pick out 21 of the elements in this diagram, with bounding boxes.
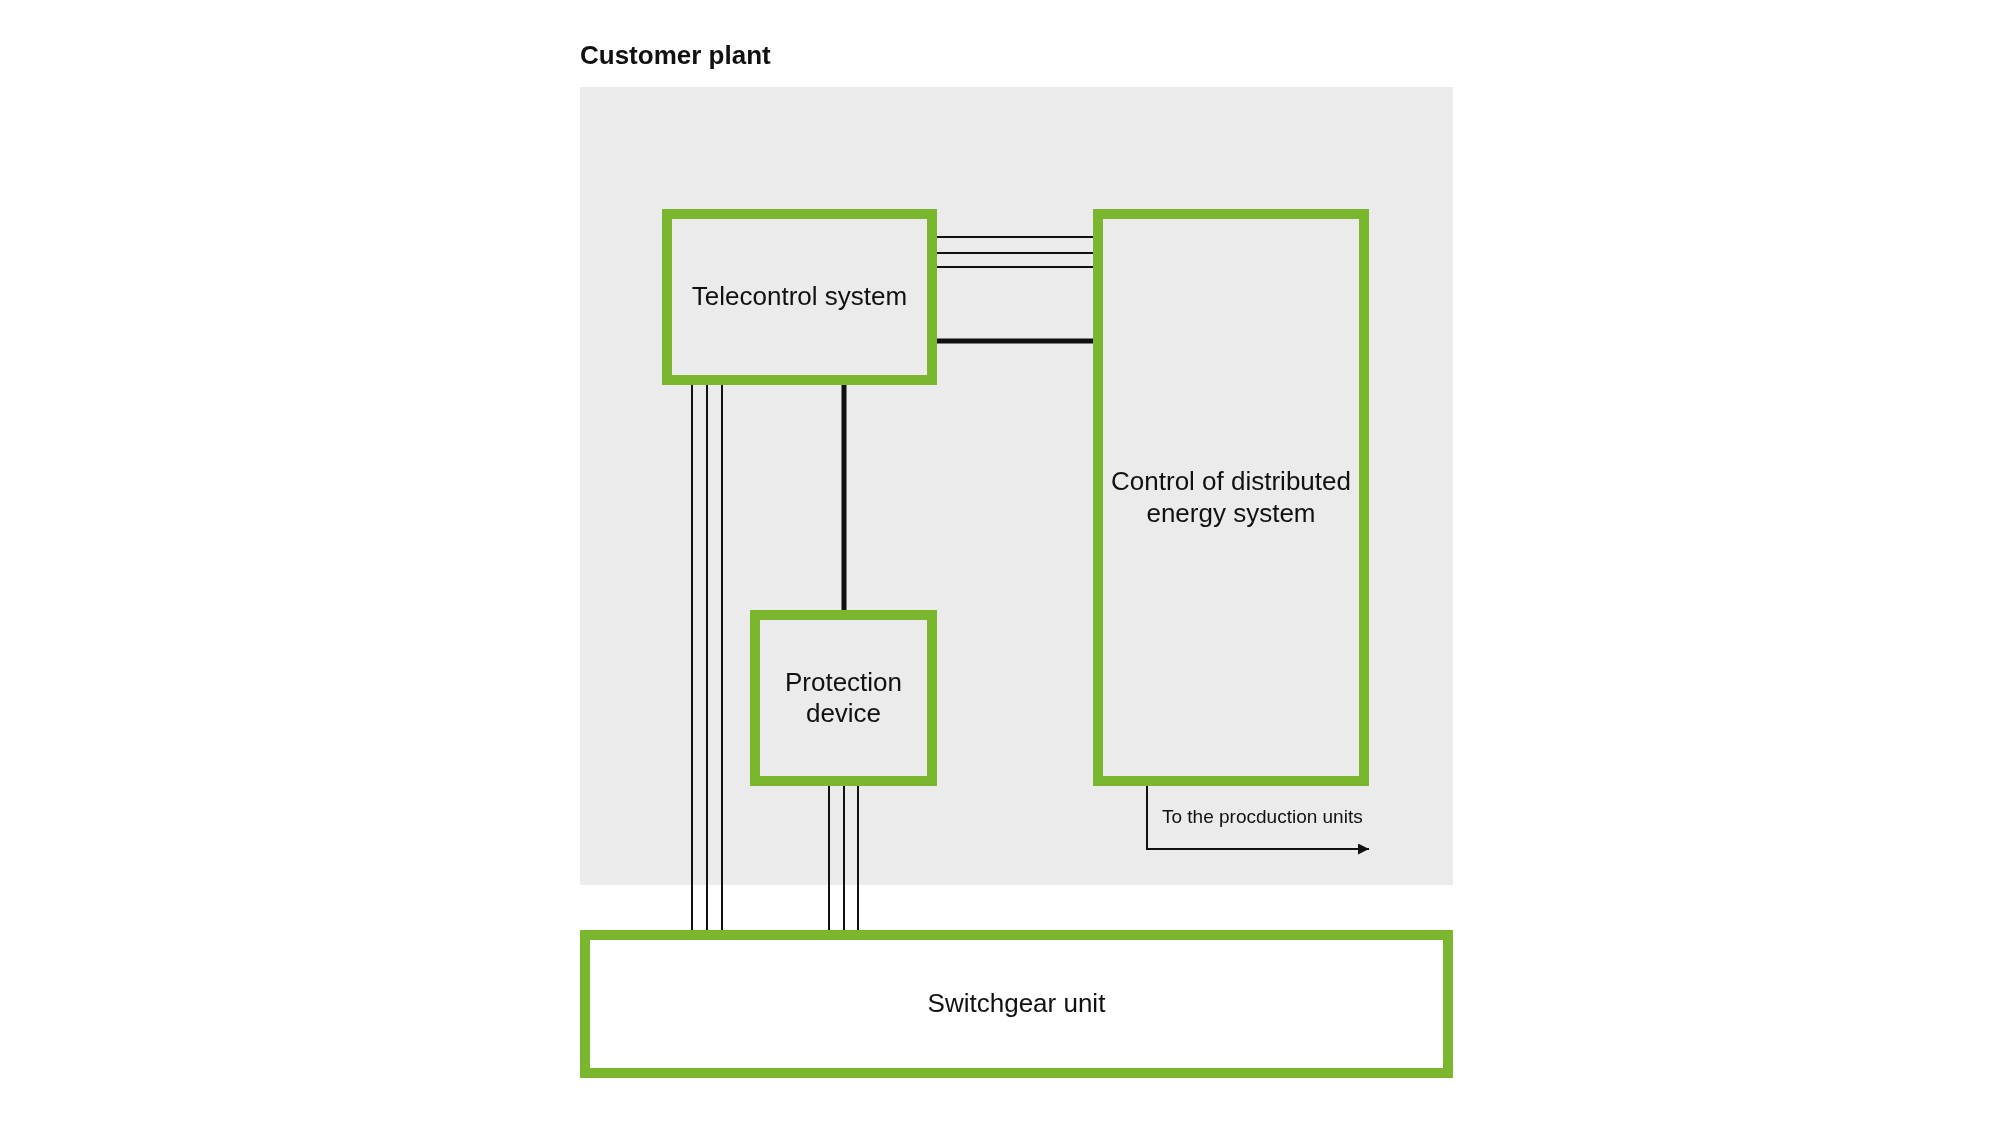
- box-label: Telecontrol system: [690, 281, 909, 313]
- connector-line: [721, 384, 723, 931]
- connector-line: [841, 385, 847, 610]
- connector-line: [691, 384, 693, 931]
- process-box: [662, 209, 937, 385]
- connector-line: [843, 785, 845, 931]
- connector-line: [937, 338, 1093, 344]
- connector-line: [828, 785, 830, 931]
- process-box: [580, 930, 1453, 1078]
- connector-line: [857, 785, 859, 931]
- process-box: [1093, 209, 1369, 786]
- panel-heading: Customer plant: [580, 40, 772, 72]
- connector-line: [1146, 785, 1370, 855]
- box-label: Protection device: [783, 666, 904, 730]
- box-label: Switchgear unit: [926, 988, 1107, 1020]
- process-box: [750, 610, 937, 786]
- connector-line: [936, 252, 1094, 254]
- connector-line: [936, 266, 1094, 268]
- connector-line: [706, 384, 708, 931]
- box-label: Control of distributed energy system: [1110, 466, 1352, 529]
- connector-line: [936, 236, 1094, 238]
